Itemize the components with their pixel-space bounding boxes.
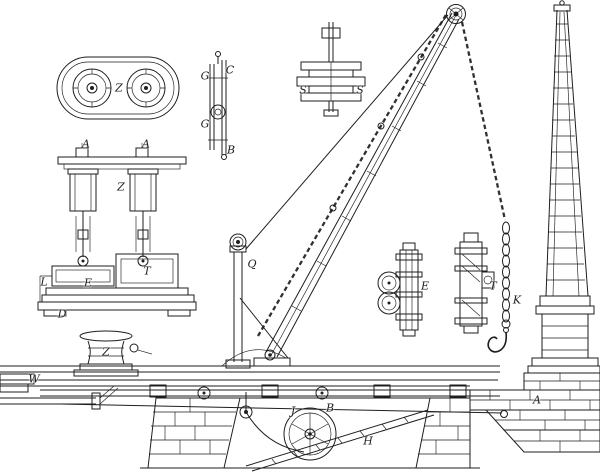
chain-links xyxy=(502,221,510,323)
tie-rod-long xyxy=(59,403,503,414)
flywheel xyxy=(283,407,337,461)
fig-lattice-mast xyxy=(523,0,600,391)
stone-abutment xyxy=(469,389,600,453)
hook-icon xyxy=(487,331,508,353)
capstan-winch xyxy=(73,330,153,377)
fig-platform-and-machinery xyxy=(0,330,508,418)
fig-masonry-foundation xyxy=(140,389,600,472)
fig-engine-elevation xyxy=(37,143,197,317)
tie-rod xyxy=(245,14,449,250)
hoist-chain xyxy=(257,12,448,337)
fig-pulley-block-detail xyxy=(208,51,228,160)
fig-bearing-cap-top-view xyxy=(56,56,180,120)
fig-shaft-coupling-detail xyxy=(296,22,366,117)
jib-lacing xyxy=(291,42,448,312)
apex-pulley-icon xyxy=(446,4,466,24)
fig-derrick-crane xyxy=(221,4,511,369)
mast-post xyxy=(225,233,251,369)
fig-valve-detail-e xyxy=(377,242,423,337)
fall-chain xyxy=(460,21,507,221)
fig-valve-detail-t xyxy=(454,232,495,334)
inclined-rack xyxy=(245,409,435,472)
jib xyxy=(265,12,460,358)
